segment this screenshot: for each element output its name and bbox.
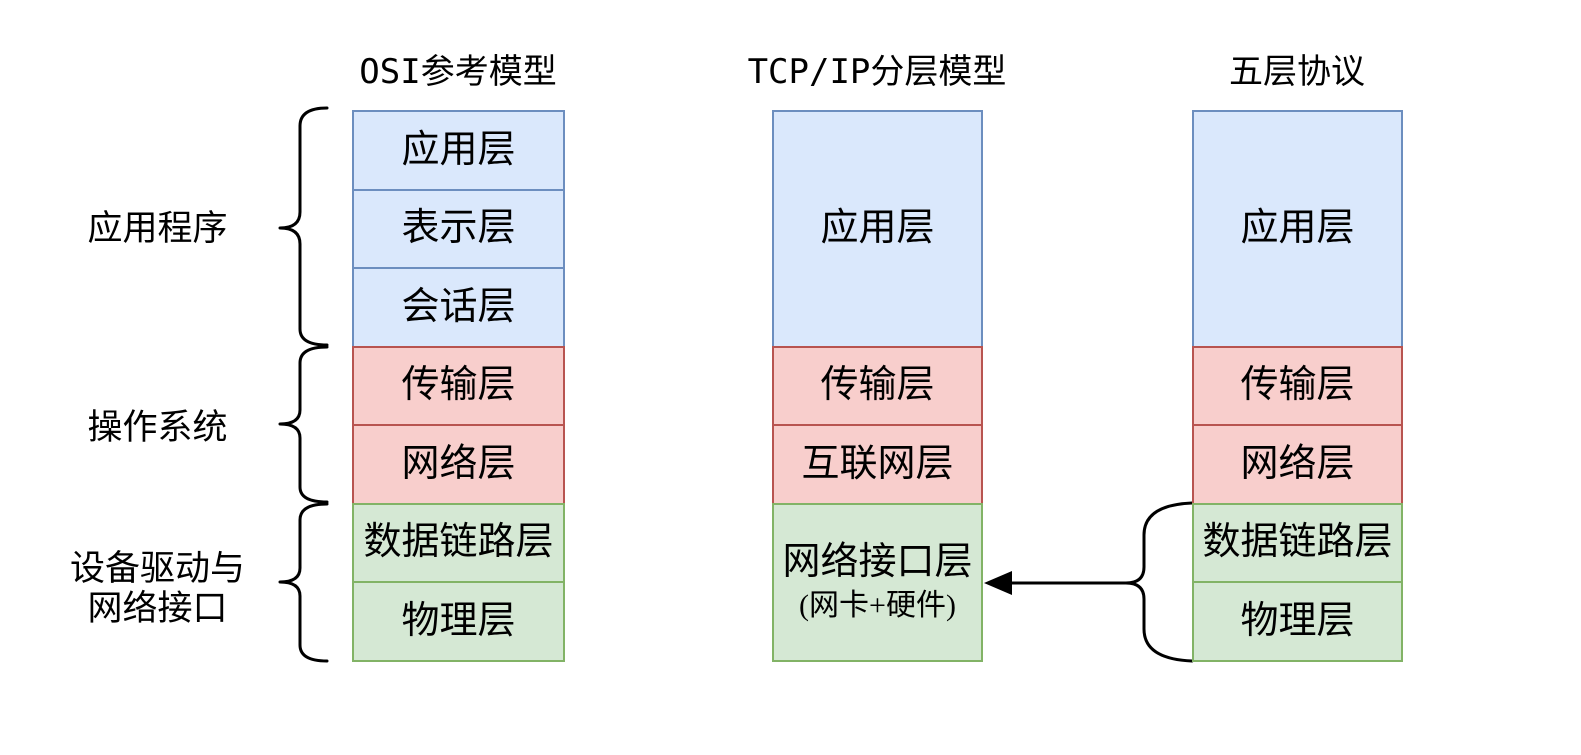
layer-label: 网络层 — [401, 442, 516, 485]
side-label-device-driver: 设备驱动与 网络接口 — [40, 549, 275, 629]
tcpip-layer-network-interface: 网络接口层 (网卡+硬件) — [772, 503, 983, 662]
layer-label: 数据链路层 — [1202, 521, 1393, 564]
five-layer-application: 应用层 — [1192, 110, 1403, 348]
side-label-line: 操作系统 — [87, 408, 228, 447]
layer-label: 物理层 — [401, 599, 516, 642]
layer-label: 会话层 — [401, 285, 516, 328]
layer-sublabel: (网卡+硬件) — [799, 589, 956, 623]
osi-layer-datalink: 数据链路层 — [352, 503, 565, 583]
column-title-tcpip: TCP/IP分层模型 — [747, 52, 1007, 92]
layer-label: 应用层 — [401, 128, 516, 171]
layer-label: 表示层 — [401, 207, 516, 250]
layer-label: 网络接口层 — [782, 541, 973, 584]
tcpip-layer-transport: 传输层 — [772, 346, 983, 426]
side-label-line: 网络接口 — [87, 589, 228, 628]
side-label-operating-system: 操作系统 — [40, 408, 275, 448]
layer-label: 网络层 — [1240, 442, 1355, 485]
osi-layer-physical: 物理层 — [352, 581, 565, 662]
side-label-applications: 应用程序 — [40, 209, 275, 249]
tcpip-layer-internet: 互联网层 — [772, 424, 983, 505]
operating-system-brace-icon — [278, 345, 329, 504]
device-driver-brace-icon — [278, 502, 329, 663]
tcpip-layer-application: 应用层 — [772, 110, 983, 348]
layer-label: 传输层 — [401, 364, 516, 407]
layer-label: 传输层 — [1240, 364, 1355, 407]
osi-layer-session: 会话层 — [352, 267, 565, 348]
layer-label: 物理层 — [1240, 599, 1355, 642]
five-layer-datalink: 数据链路层 — [1192, 503, 1403, 583]
layer-label: 应用层 — [1240, 207, 1355, 250]
column-title-osi: OSI参考模型 — [359, 52, 557, 92]
column-title-five-layer: 五层协议 — [1229, 52, 1365, 92]
side-label-line: 应用程序 — [87, 209, 228, 248]
layer-label: 数据链路层 — [363, 521, 554, 564]
layer-label: 应用层 — [820, 207, 935, 250]
five-layer-transport: 传输层 — [1192, 346, 1403, 426]
osi-layer-presentation: 表示层 — [352, 189, 565, 269]
osi-layer-transport: 传输层 — [352, 346, 565, 426]
layer-label: 传输层 — [820, 364, 935, 407]
osi-layer-network: 网络层 — [352, 424, 565, 505]
five-layer-physical: 物理层 — [1192, 581, 1403, 662]
layer-label: 互联网层 — [801, 442, 954, 485]
osi-layer-application: 应用层 — [352, 110, 565, 191]
bottom-two-layers-brace-icon — [1124, 501, 1194, 663]
five-layer-network: 网络层 — [1192, 424, 1403, 505]
left-arrow-icon — [984, 571, 1012, 595]
applications-brace-icon — [278, 106, 329, 347]
side-label-line: 设备驱动与 — [69, 549, 245, 588]
